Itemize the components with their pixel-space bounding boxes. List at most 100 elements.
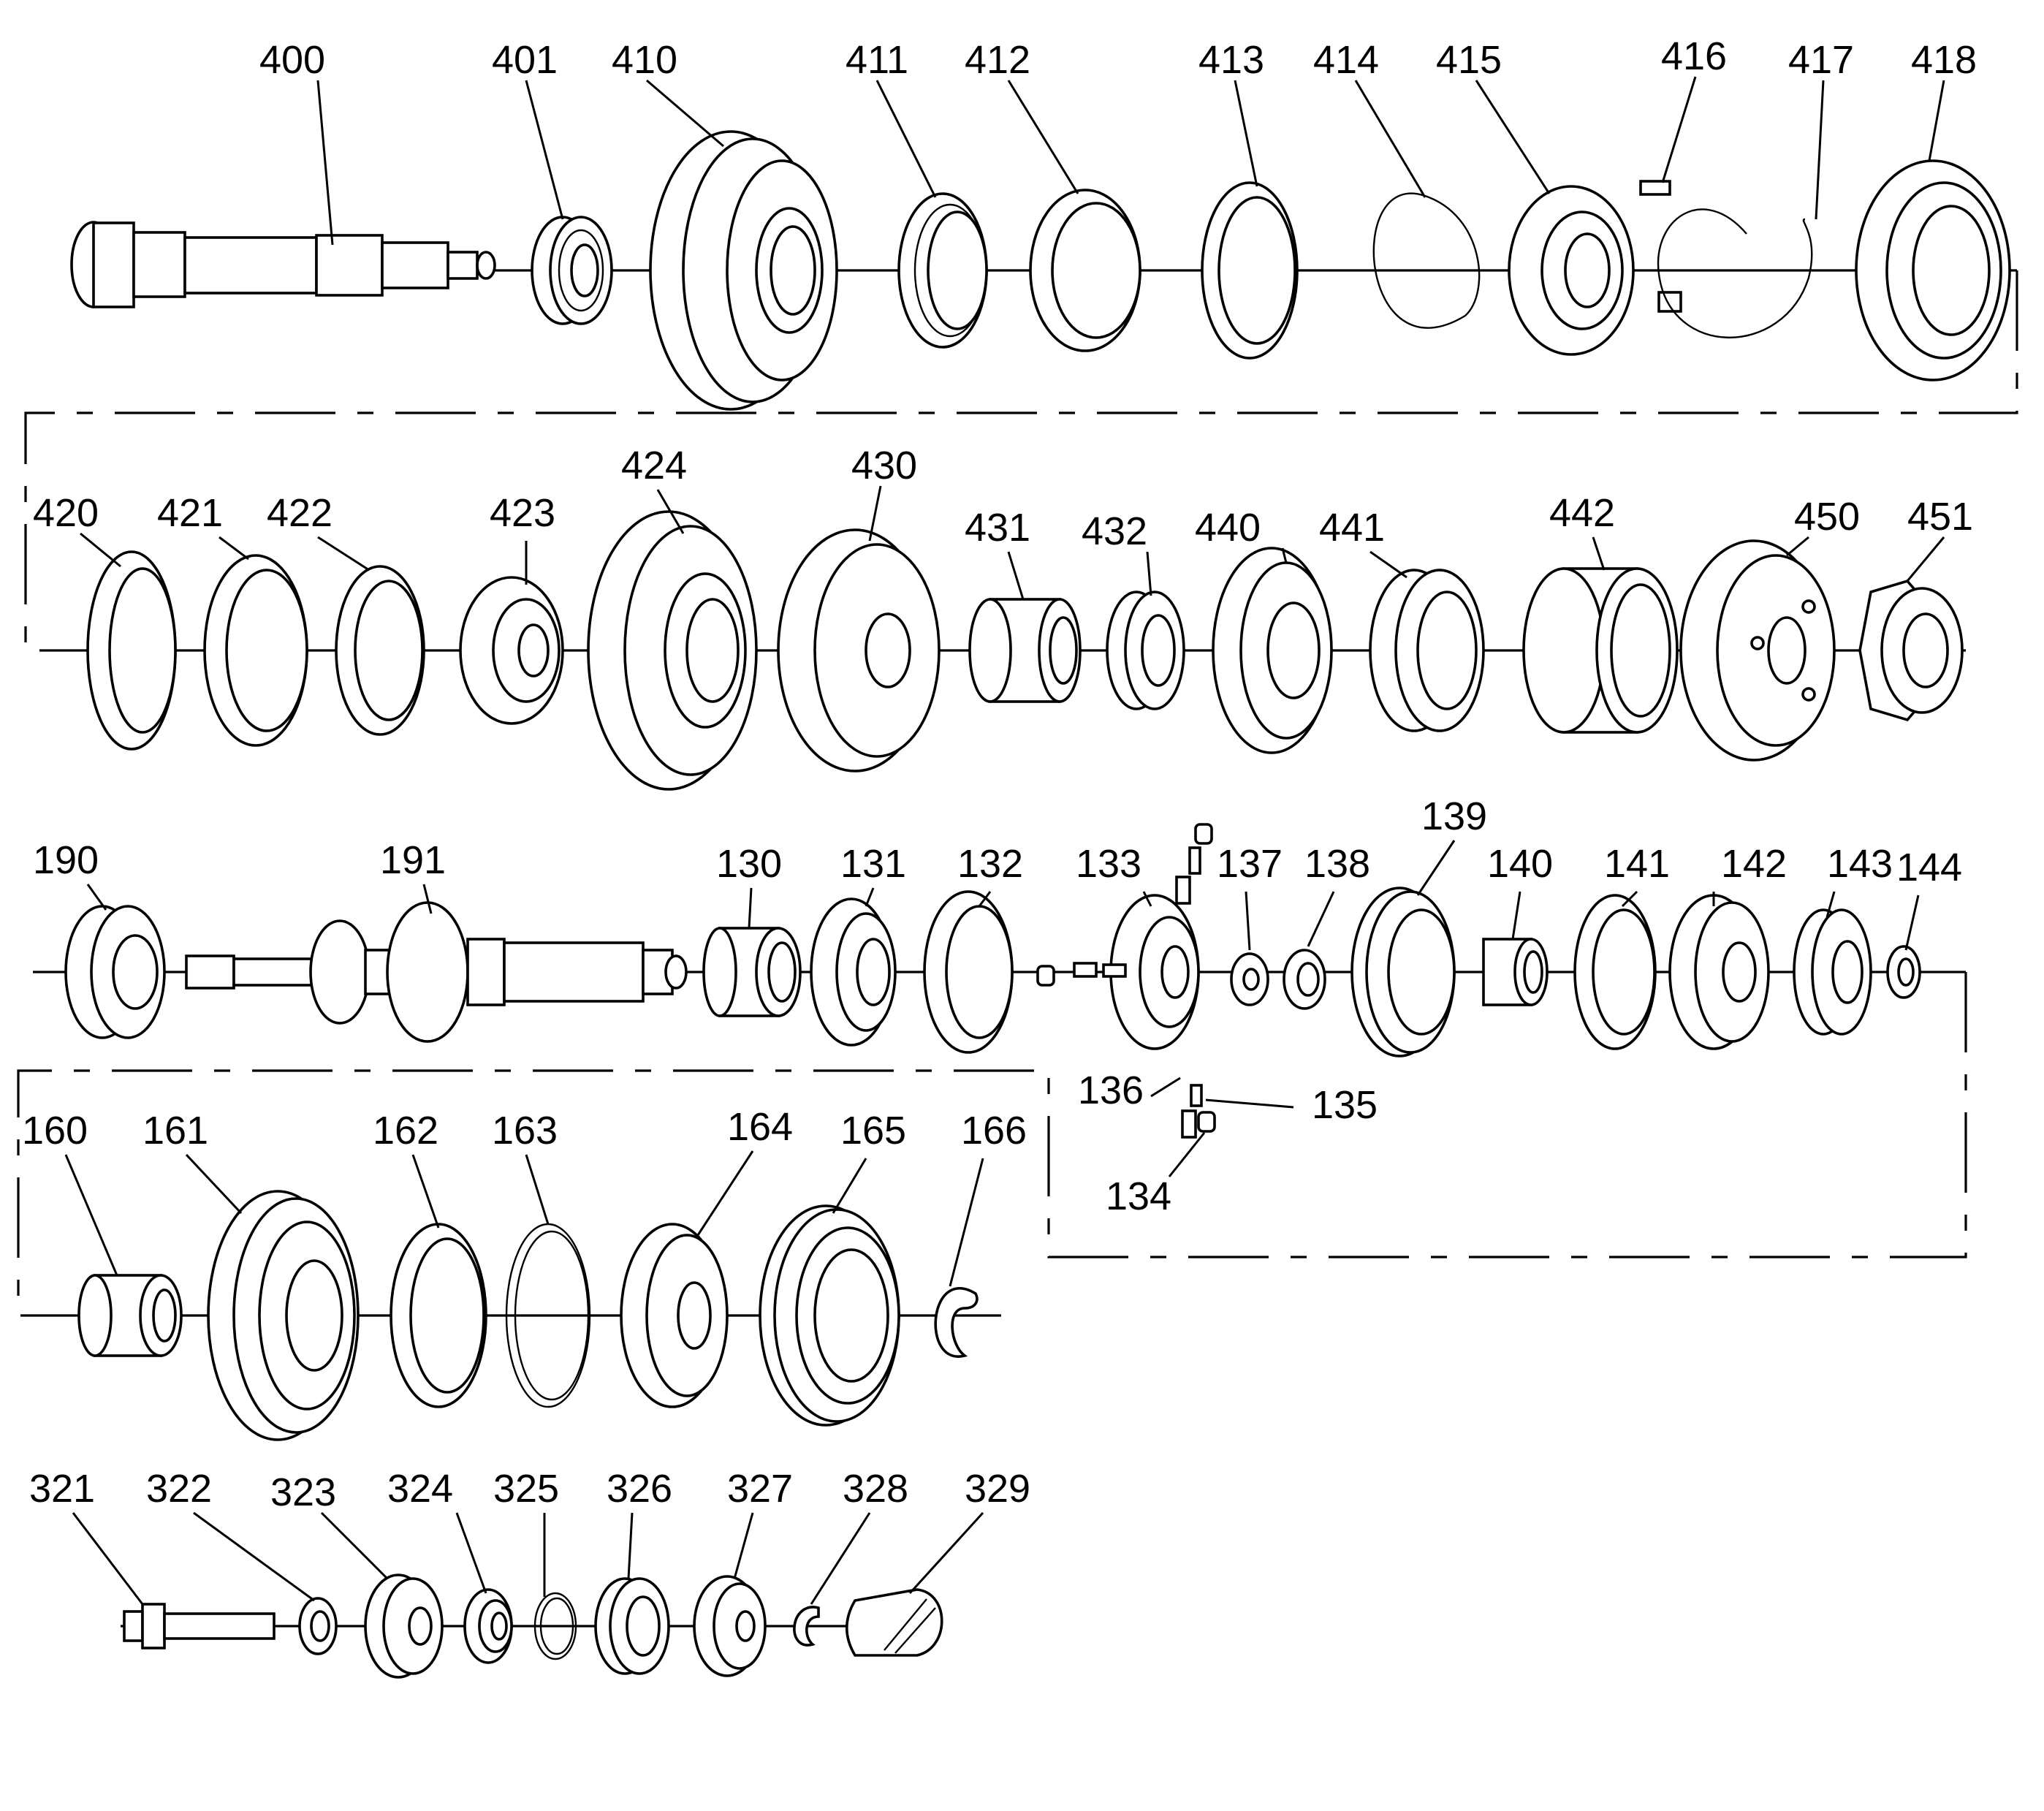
- part-441-bearing: [1369, 569, 1485, 732]
- part-329-cap: [845, 1588, 943, 1657]
- callout-412: 412: [965, 38, 1030, 82]
- callout-415: 415: [1436, 38, 1502, 82]
- callout-142: 142: [1721, 842, 1787, 886]
- callout-423: 423: [490, 491, 555, 535]
- callout-162: 162: [373, 1109, 438, 1153]
- part-133-hub: [1109, 894, 1200, 1050]
- callout-417: 417: [1788, 38, 1854, 82]
- callout-190: 190: [33, 838, 99, 882]
- part-412-ring: [1029, 189, 1141, 352]
- callout-432: 432: [1082, 509, 1147, 553]
- row-3: [33, 823, 1966, 1139]
- part-134-cap: [1036, 823, 1216, 1133]
- callout-163: 163: [492, 1109, 558, 1153]
- part-190-bearing: [64, 905, 166, 1039]
- callout-326: 326: [607, 1467, 672, 1511]
- callout-132: 132: [957, 842, 1023, 886]
- callout-130: 130: [716, 842, 782, 886]
- part-130-needle-bearing: [702, 927, 802, 1017]
- callout-165: 165: [840, 1109, 906, 1153]
- part-144-snap-ring: [1886, 945, 1921, 999]
- callout-400: 400: [259, 38, 325, 82]
- callout-139: 139: [1421, 794, 1487, 838]
- callout-160: 160: [22, 1109, 88, 1153]
- row-5: [121, 1573, 943, 1679]
- part-417-snap-ring: [1657, 208, 1813, 339]
- callout-143: 143: [1827, 842, 1893, 886]
- callout-451: 451: [1907, 495, 1973, 539]
- callout-441: 441: [1319, 506, 1385, 550]
- callout-431: 431: [965, 506, 1030, 550]
- part-135-pin: [1073, 846, 1203, 1107]
- part-423-hub: [459, 576, 564, 725]
- row-4: [77, 1190, 1001, 1441]
- callout-401: 401: [492, 38, 558, 82]
- part-321-shaft: [123, 1603, 276, 1649]
- connector-row3-lower: [17, 972, 1967, 1317]
- part-400-shaft: [70, 221, 496, 308]
- part-431-spacer: [968, 598, 1082, 703]
- callout-323: 323: [270, 1470, 336, 1514]
- part-164-hub: [620, 1223, 729, 1408]
- callout-133: 133: [1076, 842, 1141, 886]
- part-421-ring: [203, 554, 308, 747]
- callout-324: 324: [387, 1467, 453, 1511]
- callout-416: 416: [1661, 34, 1727, 78]
- callout-442: 442: [1549, 491, 1615, 535]
- callout-422: 422: [267, 491, 333, 535]
- part-424-gear: [587, 510, 758, 791]
- callout-410: 410: [612, 38, 677, 82]
- callout-411: 411: [846, 38, 908, 82]
- callout-421: 421: [157, 491, 223, 535]
- part-410-gear: [649, 130, 838, 411]
- row-1: [70, 130, 2017, 411]
- callout-430: 430: [851, 444, 917, 487]
- part-140-needle-bearing: [1482, 938, 1549, 1006]
- callout-450: 450: [1794, 495, 1860, 539]
- callout-329: 329: [965, 1467, 1030, 1511]
- callout-420: 420: [33, 491, 99, 535]
- part-143-bearing: [1793, 908, 1872, 1036]
- part-413-ring: [1201, 181, 1299, 360]
- callout-131: 131: [840, 842, 906, 886]
- part-139-sleeve: [1350, 886, 1456, 1058]
- part-141-ring: [1573, 894, 1657, 1050]
- part-137-washer: [1230, 952, 1269, 1006]
- callout-136: 136: [1078, 1068, 1144, 1112]
- part-162-ring: [390, 1223, 487, 1408]
- part-450-gear: [1679, 539, 1836, 762]
- part-325-snap-ring: [533, 1592, 577, 1660]
- part-327-gear: [693, 1575, 767, 1677]
- part-422-ring: [335, 565, 425, 736]
- part-138-snap-ring: [1283, 949, 1326, 1010]
- callout-137: 137: [1217, 842, 1283, 886]
- callout-161: 161: [143, 1109, 208, 1153]
- leader-lines: [64, 76, 1945, 1605]
- part-142-gear: [1668, 894, 1770, 1050]
- part-161-gear: [207, 1190, 360, 1441]
- callout-414: 414: [1313, 38, 1379, 82]
- callout-328: 328: [843, 1467, 908, 1511]
- part-430-gear: [777, 528, 941, 772]
- part-432-bearing: [1106, 591, 1185, 710]
- part-415-hub: [1508, 180, 1682, 356]
- callout-327: 327: [727, 1467, 793, 1511]
- connector-row1-row2: [24, 270, 2018, 652]
- callout-424: 424: [621, 444, 687, 487]
- row-2: [86, 510, 1966, 791]
- callout-164: 164: [727, 1105, 793, 1149]
- part-323-gear: [364, 1573, 444, 1679]
- part-191-shaft: [185, 901, 688, 1043]
- part-160-needle-bearing: [77, 1274, 183, 1357]
- part-440-gear: [1212, 547, 1333, 754]
- part-414-snap-ring: [1372, 192, 1481, 329]
- callout-135: 135: [1312, 1083, 1378, 1127]
- part-136-spring: [1102, 876, 1197, 1139]
- callout-191: 191: [380, 838, 446, 882]
- part-132-ring: [923, 890, 1014, 1054]
- part-131-gear: [810, 897, 897, 1047]
- part-420-ring: [86, 550, 177, 751]
- callout-418: 418: [1911, 38, 1977, 82]
